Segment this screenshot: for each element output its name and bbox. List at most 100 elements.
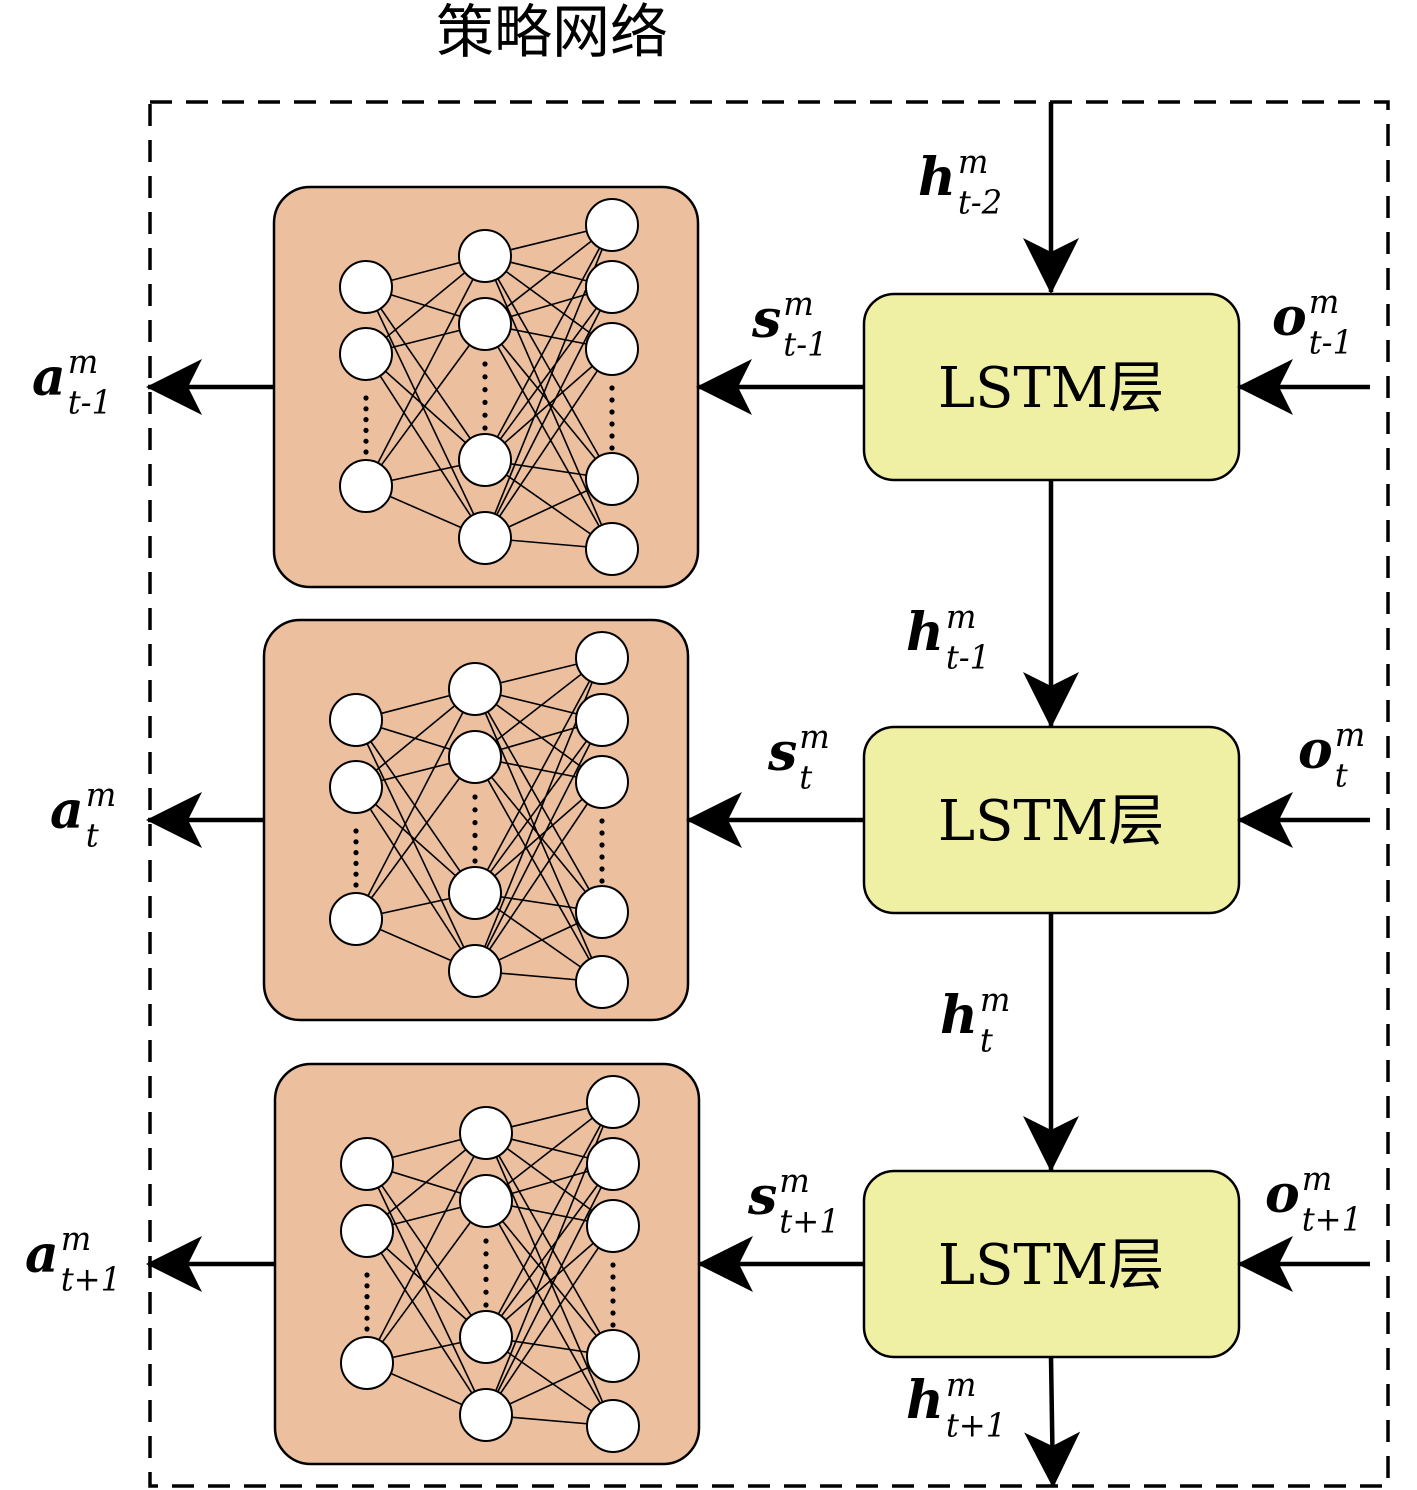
ellipsis-dot bbox=[472, 807, 478, 813]
ellipsis-dot bbox=[609, 385, 615, 391]
nn-connection bbox=[355, 719, 476, 972]
ellipsis-dot bbox=[353, 871, 359, 877]
observation-label-sub: t+1 bbox=[1302, 1201, 1362, 1239]
nn-connection bbox=[485, 1225, 614, 1416]
ellipsis-dot bbox=[482, 399, 488, 405]
ellipsis-dot bbox=[472, 845, 478, 851]
hidden-state-output-arrow bbox=[1024, 1356, 1081, 1488]
state-label-sub: t bbox=[799, 759, 812, 797]
nn-node bbox=[575, 955, 629, 1009]
hidden-state-label-sup: m bbox=[946, 598, 977, 636]
ellipsis-dot bbox=[599, 818, 605, 824]
ellipsis-dot bbox=[599, 842, 605, 848]
ellipsis-dot bbox=[599, 866, 605, 872]
ellipsis-dot bbox=[363, 395, 369, 401]
action-label-sup: m bbox=[86, 776, 117, 814]
ellipsis-dot bbox=[472, 820, 478, 826]
ellipsis-dot bbox=[363, 406, 369, 412]
ellipsis-dot bbox=[610, 1262, 616, 1268]
ellipsis-dot bbox=[599, 878, 605, 884]
ellipsis-dot bbox=[610, 1322, 616, 1328]
nn-connection bbox=[485, 1200, 614, 1427]
nn-connection bbox=[484, 323, 613, 550]
nn-connection bbox=[474, 756, 603, 983]
ellipsis-dot bbox=[610, 1274, 616, 1280]
ellipsis-dot bbox=[472, 832, 478, 839]
ellipsis-dot bbox=[363, 417, 369, 423]
hidden-state-output-label-sub: t+1 bbox=[946, 1407, 1006, 1445]
state-label-sub: t-1 bbox=[783, 326, 827, 364]
neural-network-block bbox=[262, 618, 690, 1022]
ellipsis-dot bbox=[482, 387, 488, 393]
action-label-sup: m bbox=[68, 343, 99, 381]
hidden-state-label-sub: t-2 bbox=[958, 184, 1002, 222]
state-label-sub: t+1 bbox=[779, 1203, 839, 1241]
lstm-layer: LSTM层 bbox=[862, 725, 1241, 915]
ellipsis-dot bbox=[364, 1304, 370, 1310]
ellipsis-dot bbox=[363, 449, 369, 455]
nn-connection bbox=[485, 1163, 614, 1338]
neural-network-block bbox=[272, 185, 700, 589]
ellipsis-dot bbox=[609, 433, 615, 439]
nn-connection bbox=[366, 1132, 487, 1364]
ellipsis-dot bbox=[483, 1251, 489, 1257]
nn-node bbox=[329, 693, 383, 747]
observation-label-sub: t bbox=[1335, 757, 1348, 795]
action-label-sub: t-1 bbox=[68, 384, 112, 422]
nn-node bbox=[575, 693, 629, 747]
nn-connection bbox=[366, 1230, 487, 1416]
nn-connection bbox=[484, 224, 613, 461]
nn-connection bbox=[484, 323, 613, 480]
nn-connection bbox=[474, 688, 603, 913]
ellipsis-dot bbox=[609, 421, 615, 427]
observation-label-sup: m bbox=[1309, 283, 1340, 321]
nn-connection bbox=[474, 756, 603, 913]
neural-network-block bbox=[273, 1062, 701, 1466]
nn-node bbox=[329, 760, 383, 814]
lstm-layer: LSTM层 bbox=[862, 1169, 1241, 1359]
nn-node bbox=[575, 755, 629, 809]
nn-connection bbox=[474, 719, 603, 894]
ellipsis-dot bbox=[472, 858, 478, 864]
hidden-state-output-label-sup: m bbox=[946, 1366, 977, 1404]
nn-connection bbox=[484, 348, 613, 461]
nn-node bbox=[329, 892, 383, 946]
nn-connection bbox=[474, 657, 603, 894]
ellipsis-dot bbox=[483, 1238, 489, 1244]
nn-node bbox=[458, 433, 512, 487]
nn-node bbox=[459, 1388, 513, 1442]
nn-node bbox=[585, 260, 639, 314]
lstm-label: LSTM层 bbox=[938, 356, 1164, 421]
nn-node bbox=[448, 662, 502, 716]
ellipsis-dot bbox=[610, 1286, 616, 1292]
ellipsis-dot bbox=[353, 882, 359, 888]
ellipsis-dot bbox=[610, 1310, 616, 1316]
nn-node bbox=[459, 1106, 513, 1160]
observation-label-sup: m bbox=[1335, 716, 1366, 754]
nn-connection bbox=[355, 688, 476, 920]
ellipsis-dot bbox=[482, 425, 488, 431]
hidden-state-label-sub: t bbox=[980, 1022, 993, 1060]
ellipsis-dot bbox=[363, 427, 369, 433]
nn-node bbox=[448, 866, 502, 920]
nn-node bbox=[585, 322, 639, 376]
observation-label-sub: t-1 bbox=[1309, 324, 1353, 362]
nn-connection bbox=[485, 1101, 614, 1338]
ellipsis-dot bbox=[364, 1326, 370, 1332]
ellipsis-dot bbox=[610, 1298, 616, 1304]
action-label-sup: m bbox=[61, 1220, 92, 1258]
ellipsis-dot bbox=[609, 409, 615, 415]
nn-connection bbox=[484, 348, 613, 539]
nn-connection bbox=[365, 353, 486, 539]
